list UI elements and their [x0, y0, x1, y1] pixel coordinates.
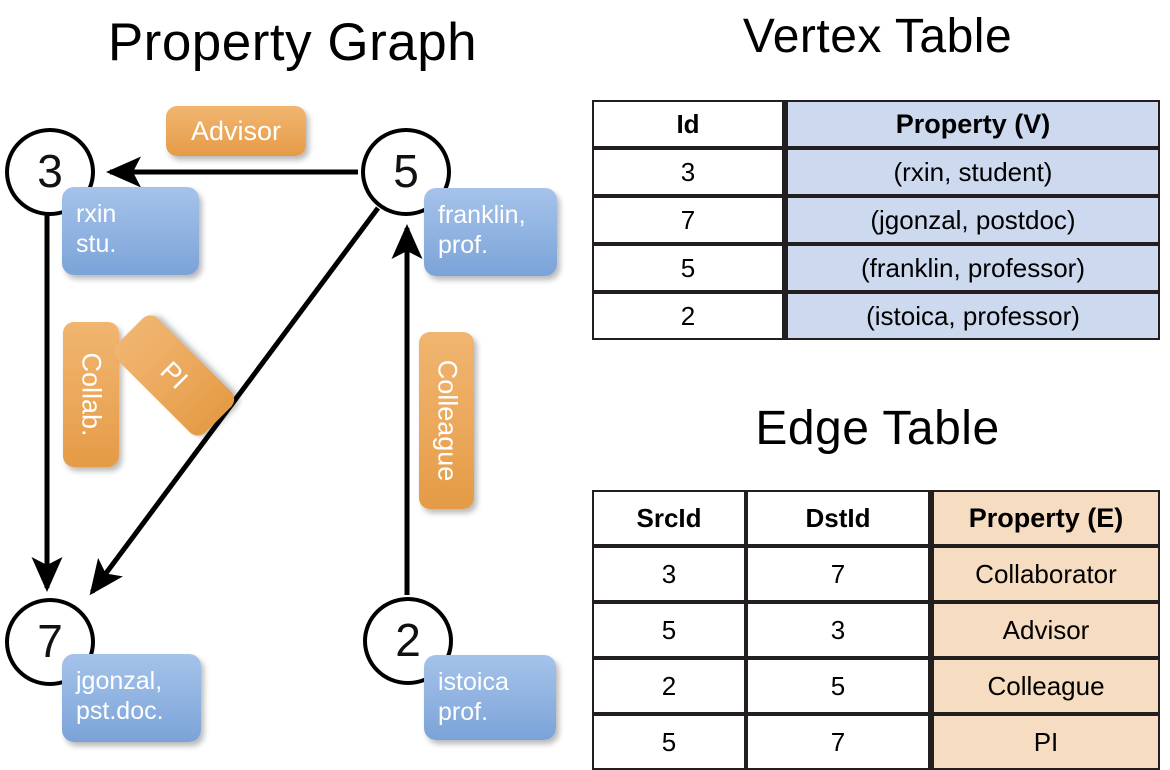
edge-table-cell-property: Colleague [930, 658, 1160, 714]
graph-node-3-label: 3 [37, 145, 63, 197]
page-title-edge-table: Edge Table [755, 402, 1000, 455]
vertex-table-header-row: Id Property (V) [592, 100, 1160, 148]
page-title-vertex-table: Vertex Table [742, 10, 1013, 63]
edge-label-advisor: Advisor [166, 106, 306, 156]
edge-table-cell-property: Advisor [930, 602, 1160, 658]
edge-label-colleague-text: Colleague [432, 359, 462, 482]
edge-table-cell-dstid: 3 [746, 602, 930, 658]
edge-table-cell-dstid: 7 [746, 546, 930, 602]
vertex-table-header-property: Property (V) [784, 100, 1160, 148]
vertex-table-cell-property: (franklin, professor) [784, 244, 1160, 292]
edge-table-cell-srcid: 5 [592, 714, 746, 770]
edge-arrow-5-to-7 [89, 206, 381, 596]
vertex-property-box-jgonzal: jgonzal, pst.doc. [62, 654, 201, 742]
graph-node-2[interactable]: 2 [363, 597, 453, 685]
vertex-table-header-id: Id [592, 100, 784, 148]
table-row[interactable]: 5 3 Advisor [592, 602, 1160, 658]
table-row[interactable]: 2 (istoica, professor) [592, 292, 1160, 340]
edge-label-collab-text: Collab. [76, 352, 107, 437]
graph-node-5-label: 5 [393, 145, 419, 197]
property-graph-panel: Property Graph 3 5 7 2 [0, 0, 585, 760]
table-row[interactable]: 3 (rxin, student) [592, 148, 1160, 196]
edge-table-cell-srcid: 2 [592, 658, 746, 714]
edge-table-cell-property: Collaborator [930, 546, 1160, 602]
vertex-property-jgonzal-line1: jgonzal, [76, 667, 163, 695]
table-row[interactable]: 5 (franklin, professor) [592, 244, 1160, 292]
edge-label-pi-text: PI [154, 355, 194, 395]
vertex-table-cell-id: 2 [592, 292, 784, 340]
vertex-property-box-rxin: rxin stu. [62, 187, 199, 275]
vertex-property-franklin-line1: franklin, [438, 201, 526, 229]
vertex-table: Id Property (V) 3 (rxin, student) 7 (jgo… [592, 100, 1160, 340]
vertex-property-jgonzal-line2: pst.doc. [76, 697, 164, 725]
edge-table-cell-dstid: 5 [746, 658, 930, 714]
edge-table-cell-srcid: 3 [592, 546, 746, 602]
edge-table-cell-property: PI [930, 714, 1160, 770]
page-title-property-graph: Property Graph [107, 13, 478, 72]
vertex-table-cell-property: (istoica, professor) [784, 292, 1160, 340]
vertex-property-istoica-line2: prof. [438, 698, 489, 726]
vertex-property-box-istoica: istoica prof. [424, 655, 556, 740]
graph-node-5[interactable]: 5 [361, 128, 451, 216]
vertex-property-franklin-line2: prof. [438, 231, 489, 259]
edge-table-header-srcid: SrcId [592, 490, 746, 546]
table-row[interactable]: 3 7 Collaborator [592, 546, 1160, 602]
vertex-table-cell-id: 5 [592, 244, 784, 292]
vertex-table-cell-property: (rxin, student) [784, 148, 1160, 196]
vertex-table-cell-id: 7 [592, 196, 784, 244]
vertex-property-box-franklin: franklin, prof. [424, 188, 557, 276]
edge-label-advisor-text: Advisor [190, 115, 282, 146]
graph-edges-layer [31, 156, 423, 596]
vertex-table-cell-property: (jgonzal, postdoc) [784, 196, 1160, 244]
vertex-property-rxin-line2: stu. [76, 230, 117, 258]
edge-table-cell-dstid: 7 [746, 714, 930, 770]
edge-label-colleague: Colleague [419, 332, 474, 509]
graph-node-7-label: 7 [37, 615, 63, 667]
vertex-property-istoica-line1: istoica [438, 668, 509, 696]
table-row[interactable]: 2 5 Colleague [592, 658, 1160, 714]
table-row[interactable]: 5 7 PI [592, 714, 1160, 770]
vertex-property-rxin-line1: rxin [76, 200, 117, 228]
graph-node-2-label: 2 [395, 614, 421, 666]
edge-table-header-row: SrcId DstId Property (E) [592, 490, 1160, 546]
edge-table-header-property: Property (E) [930, 490, 1160, 546]
edge-label-collab: Collab. [63, 322, 119, 467]
edge-table-header-dstid: DstId [746, 490, 930, 546]
edge-table: SrcId DstId Property (E) 3 7 Collaborato… [592, 490, 1160, 770]
edge-table-cell-srcid: 5 [592, 602, 746, 658]
vertex-table-cell-id: 3 [592, 148, 784, 196]
table-row[interactable]: 7 (jgonzal, postdoc) [592, 196, 1160, 244]
